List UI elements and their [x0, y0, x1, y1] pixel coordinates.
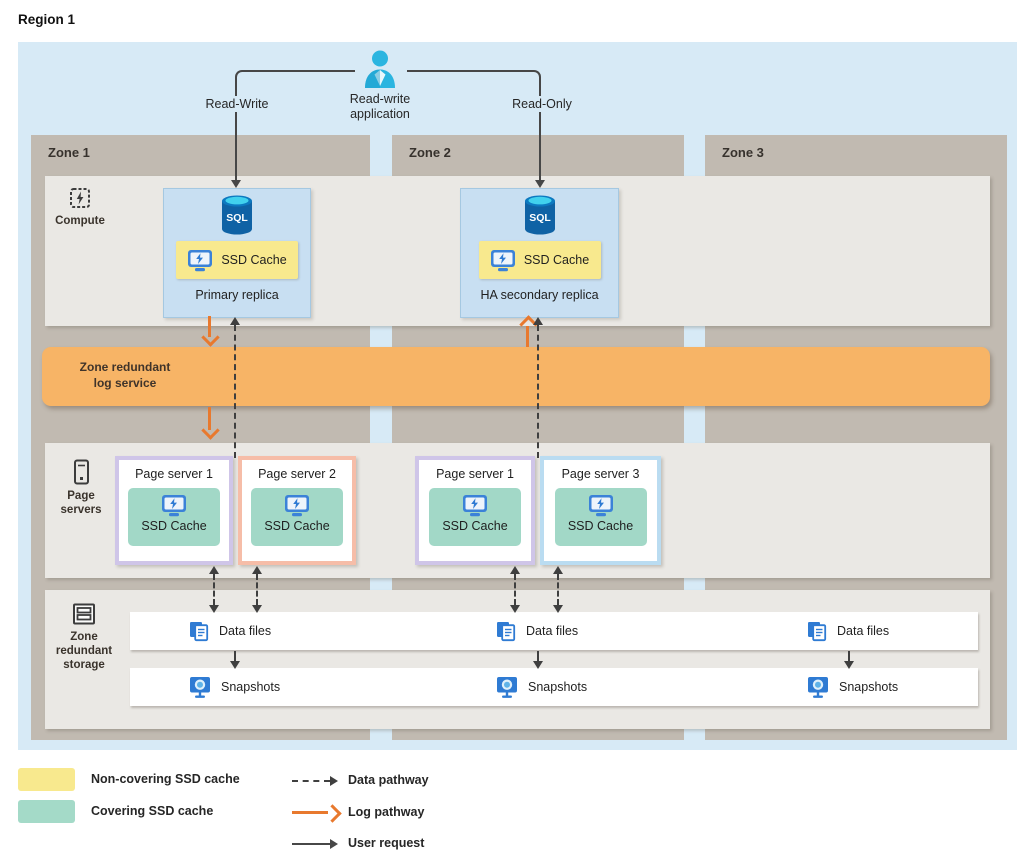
data-files-icon	[496, 621, 516, 642]
covering-ssd-cache: SSD Cache	[554, 488, 647, 546]
replica-name: Primary replica	[195, 288, 279, 302]
page-server-card: Page server 1 SSD Cache	[415, 456, 535, 565]
snapshots-icon	[497, 677, 517, 698]
data-pathway-line	[234, 325, 236, 458]
data-files-item: Data files	[495, 612, 578, 650]
data-pathway-arrowhead	[252, 605, 262, 613]
legend-swatch-covering	[18, 800, 75, 823]
server-icon	[73, 459, 89, 485]
log-service-band	[42, 347, 990, 406]
sql-database-icon: SQL	[524, 195, 555, 235]
read-write-label: Read-Write	[197, 96, 277, 112]
ha-secondary-replica-box: SQL SSD Cache HA secondary replica	[460, 188, 619, 318]
svg-text:SQL: SQL	[529, 212, 551, 224]
covering-ssd-cache: SSD Cache	[128, 488, 220, 546]
data-pathway-arrowhead	[553, 566, 563, 574]
chip-icon	[70, 188, 90, 208]
application-label: Read-write application	[349, 92, 411, 121]
data-pathway-line	[514, 574, 516, 605]
sql-database-icon: SQL	[222, 195, 252, 235]
data-pathway-line	[848, 651, 850, 662]
compute-section-label: Compute	[55, 186, 105, 228]
covering-ssd-cache: SSD Cache	[429, 488, 521, 546]
data-pathway-line	[234, 651, 236, 662]
page-server-card: Page server 2 SSD Cache	[238, 456, 356, 565]
data-pathway-arrowhead	[533, 661, 543, 669]
user-request-left-line	[235, 84, 237, 181]
snapshots-icon	[190, 677, 210, 698]
legend-dashed-arrowhead	[330, 776, 338, 786]
ssd-drive-icon	[162, 495, 186, 517]
legend-orange-arrow	[292, 811, 328, 814]
page-servers-section-label: Page servers	[56, 459, 106, 517]
legend-label: Log pathway	[348, 805, 425, 819]
legend-solid-arrow	[292, 843, 330, 845]
ssd-drive-icon	[188, 249, 213, 271]
data-pathway-arrowhead	[252, 566, 262, 574]
snapshots-item: Snapshots	[806, 668, 898, 706]
data-pathway-line	[557, 574, 559, 605]
region-title: Region 1	[18, 12, 76, 27]
user-request-left-connector	[235, 70, 355, 86]
ssd-drive-icon	[490, 249, 515, 271]
data-pathway-arrowhead	[230, 317, 240, 325]
data-pathway-line	[537, 325, 539, 458]
data-pathway-line	[256, 574, 258, 605]
ssd-drive-icon	[285, 495, 309, 517]
user-request-right-line	[539, 84, 541, 181]
legend-solid-arrowhead	[330, 839, 338, 849]
ssd-drive-icon	[588, 495, 613, 517]
log-pathway-line	[526, 326, 529, 347]
snapshots-item: Snapshots	[495, 668, 587, 706]
replica-name: HA secondary replica	[480, 288, 599, 302]
arrowhead	[231, 180, 241, 188]
primary-replica-box: SQL SSD Cache Primary replica	[163, 188, 311, 318]
data-pathway-arrowhead	[533, 317, 543, 325]
ssd-drive-icon	[463, 495, 487, 517]
data-files-item: Data files	[806, 612, 889, 650]
zone-1-label: Zone 1	[48, 145, 90, 160]
legend-orange-arrowhead	[323, 804, 342, 823]
data-files-item: Data files	[188, 612, 271, 650]
legend-label: Covering SSD cache	[91, 804, 214, 818]
data-pathway-line	[213, 574, 215, 605]
covering-ssd-cache: SSD Cache	[251, 488, 343, 546]
user-request-right-connector	[407, 70, 541, 86]
snapshots-row	[130, 668, 978, 706]
data-files-icon	[189, 621, 209, 642]
data-files-icon	[807, 621, 827, 642]
data-pathway-arrowhead	[230, 661, 240, 669]
data-pathway-arrowhead	[844, 661, 854, 669]
page-server-card: Page server 3 SSD Cache	[540, 456, 661, 565]
arrowhead	[535, 180, 545, 188]
log-pathway-line	[208, 407, 211, 430]
read-only-label: Read-Only	[504, 96, 580, 112]
page-server-card: Page server 1 SSD Cache	[115, 456, 233, 565]
data-pathway-arrowhead	[209, 566, 219, 574]
legend-label: Data pathway	[348, 773, 429, 787]
data-pathway-arrowhead	[510, 605, 520, 613]
log-pathway-line	[208, 316, 211, 337]
svg-text:SQL: SQL	[226, 212, 248, 224]
snapshots-icon	[808, 677, 828, 698]
storage-icon	[73, 603, 95, 625]
legend-label: Non-covering SSD cache	[91, 772, 240, 786]
storage-section-label: Zone redundant storage	[48, 602, 120, 672]
log-service-label: Zone redundant log service	[79, 360, 171, 390]
noncovering-ssd-cache: SSD Cache	[478, 241, 601, 279]
user-icon	[362, 50, 398, 93]
zone-2-label: Zone 2	[409, 145, 451, 160]
legend-swatch-noncovering	[18, 768, 75, 791]
zone-3-label: Zone 3	[722, 145, 764, 160]
data-pathway-line	[537, 651, 539, 662]
data-files-row	[130, 612, 978, 650]
snapshots-item: Snapshots	[188, 668, 280, 706]
data-pathway-arrowhead	[510, 566, 520, 574]
data-pathway-arrowhead	[209, 605, 219, 613]
data-pathway-arrowhead	[553, 605, 563, 613]
legend-label: User request	[348, 836, 425, 850]
legend-dashed-arrow	[292, 780, 330, 782]
noncovering-ssd-cache: SSD Cache	[176, 241, 298, 279]
